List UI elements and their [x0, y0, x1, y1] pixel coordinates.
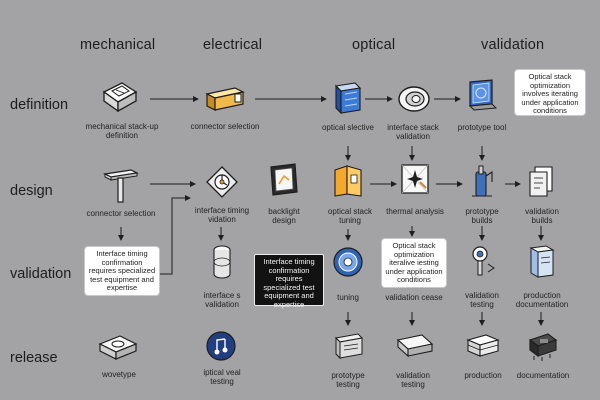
row-header-definition: definition — [10, 97, 69, 113]
row-header-validation: validation — [10, 266, 72, 282]
interface-lens-icon — [396, 84, 432, 114]
val-iface-label: interface s validation — [203, 291, 241, 309]
row-header-release: release — [10, 350, 58, 366]
connector-post-icon — [101, 168, 141, 204]
rel-optical-label: iptical veal testing — [203, 368, 241, 386]
validation-pad-icon — [394, 332, 434, 360]
des-proto-label: prototype builds — [465, 207, 499, 225]
documentation-chip-icon — [526, 330, 560, 362]
rel-prod-label: production — [464, 371, 502, 380]
val-tuning-label: tuning — [337, 293, 359, 302]
val-cease-label: validation cease — [385, 293, 443, 302]
note-interface-timing-center: Interface timing confirmation requires s… — [254, 254, 324, 308]
interface-cylinder-icon — [212, 244, 232, 282]
thermal-analysis-icon — [398, 162, 432, 196]
production-stack-icon — [466, 332, 500, 360]
optical-seal-icon — [205, 330, 237, 362]
des-stack-label: optical stack tuning — [327, 207, 373, 225]
prototype-testing-icon — [332, 330, 364, 362]
mechanical-stack-up-icon — [100, 80, 140, 114]
def-opt-label: optical slective — [321, 123, 375, 132]
backlight-panel-icon — [268, 162, 300, 198]
note-optical-stack-center: Optical stack optimization iteralive ies… — [381, 238, 447, 288]
interface-timing-icon — [205, 165, 239, 199]
def-elec-label: connector selection — [190, 122, 260, 131]
column-header-electrical: electrical — [203, 37, 263, 53]
val-testing-label: validation testing — [465, 291, 499, 309]
connector-icon — [205, 85, 245, 113]
def-proto-label: prototype tool — [457, 123, 507, 132]
prototype-builds-icon — [468, 162, 496, 200]
validation-testing-icon — [468, 244, 498, 280]
validation-builds-icon — [526, 164, 556, 198]
des-valid-label: validation builds — [525, 207, 559, 225]
rel-vtest-label: validation testing — [396, 371, 430, 389]
optical-stack-icon — [333, 80, 363, 116]
note-interface-timing-left: Interface timing confirmation requires s… — [84, 246, 160, 296]
des-conn-label: connector selection — [86, 209, 156, 218]
def-mech-label: mechanical stack-up definition — [85, 122, 159, 140]
release-device-icon — [96, 332, 140, 362]
column-header-mechanical: mechanical — [80, 37, 156, 53]
rel-doc-label: documentation — [516, 371, 570, 380]
column-header-validation: validation — [481, 37, 545, 53]
def-iface-label: interface stack validation — [387, 123, 439, 141]
des-thermal-label: thermal analysis — [386, 207, 444, 216]
des-iface-label: interface timing vidation — [194, 206, 250, 224]
prototype-tool-icon — [466, 78, 498, 114]
rel-proto-label: wovetype — [102, 370, 136, 379]
row-header-design: design — [10, 183, 53, 199]
rel-ptest-label: prototype testing — [331, 371, 365, 389]
note-optical-stack-optimization: Optical stack optimization involves iter… — [514, 69, 586, 116]
column-header-optical: optical — [352, 37, 396, 53]
des-back-label: backlight design — [268, 207, 300, 225]
arrow-note-to-iface — [160, 195, 191, 275]
optical-stack-tuning-icon — [333, 162, 365, 198]
val-prod-label: production documentation — [515, 291, 569, 309]
tuning-dial-icon — [332, 246, 364, 278]
production-doc-icon — [528, 244, 556, 280]
